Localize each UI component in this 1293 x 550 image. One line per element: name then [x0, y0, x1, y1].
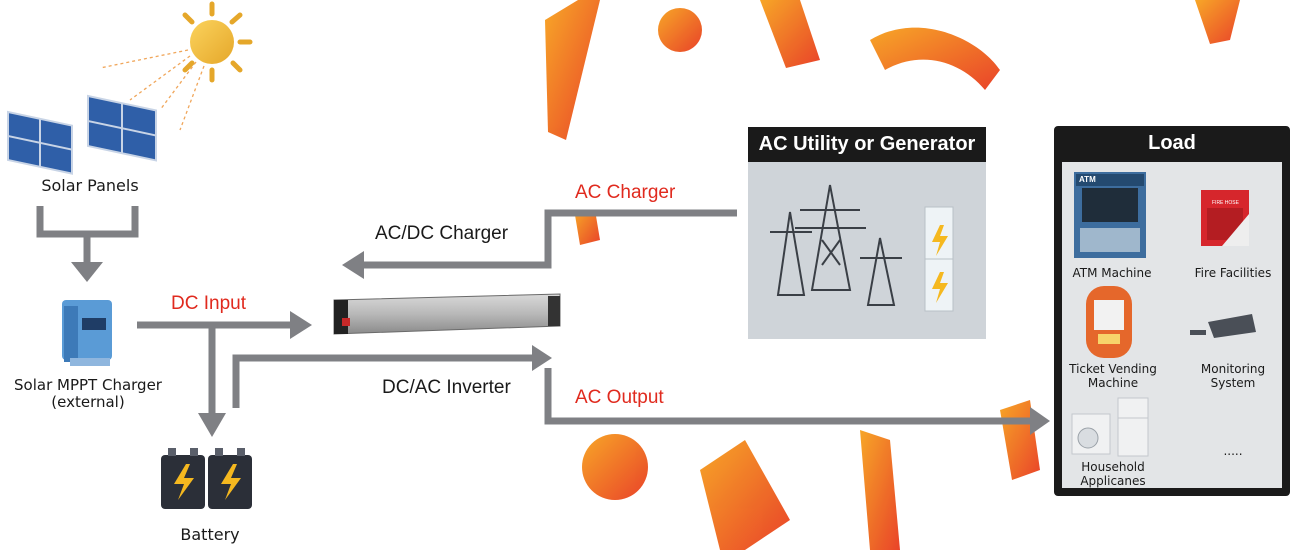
- ac-output-label: AC Output: [575, 387, 664, 408]
- flow-lines: [36, 206, 1032, 425]
- monitoring-line2: System: [1210, 376, 1256, 390]
- atm-screen-text: ATM: [1079, 175, 1096, 184]
- arrow-dc-input: [290, 311, 312, 339]
- household-appliances-label: Household Applicanes: [1058, 460, 1168, 488]
- battery-icon: [161, 448, 252, 509]
- ac-utility-box: [748, 127, 986, 339]
- arrowheads: [71, 251, 1050, 437]
- ticket-vending-line1: Ticket Vending: [1069, 362, 1157, 376]
- ac-dc-charger-label: AC/DC Charger: [375, 223, 509, 244]
- camera-icon: [1190, 314, 1256, 338]
- sun-icon: [99, 1, 253, 131]
- ac-utility-title: AC Utility or Generator: [758, 133, 976, 155]
- inverter-icon: [333, 293, 561, 335]
- solar-panels-icon: [7, 94, 157, 175]
- more-loads-label: .....: [1223, 444, 1243, 458]
- solar-panels-label: Solar Panels: [41, 176, 139, 195]
- fire-facilities-label: Fire Facilities: [1194, 266, 1272, 280]
- atm-icon: [1074, 172, 1146, 258]
- fire-sign-text: FIRE HOSE: [1212, 200, 1239, 206]
- dc-ac-inverter-label: DC/AC Inverter: [382, 377, 511, 398]
- mppt-label-line1: Solar MPPT Charger: [14, 376, 162, 394]
- load-title: Load: [1148, 132, 1196, 154]
- monitoring-system-label: Monitoring System: [1178, 362, 1288, 390]
- household-line2: Applicanes: [1080, 474, 1146, 488]
- arrow-ac-output: [1030, 407, 1050, 435]
- atm-machine-label: ATM Machine: [1072, 266, 1152, 280]
- ac-charger-label: AC Charger: [575, 182, 676, 203]
- arrow-ac-dc-charger: [342, 251, 364, 279]
- dc-input-label: DC Input: [171, 293, 246, 314]
- ticket-machine-icon: [1086, 286, 1132, 358]
- ticket-vending-line2: Machine: [1087, 376, 1139, 390]
- load-box: [1054, 126, 1290, 496]
- household-line1: Household: [1081, 460, 1145, 474]
- appliances-icon: [1071, 397, 1149, 457]
- arrow-to-battery: [198, 413, 226, 437]
- power-tower-icon: [770, 184, 902, 306]
- ac-panel-icon: [924, 206, 954, 312]
- arrow-to-inverter: [532, 345, 552, 371]
- mppt-charger-label: Solar MPPT Charger (external): [0, 377, 176, 411]
- arrow-to-charger: [71, 262, 103, 282]
- mppt-label-line2: (external): [51, 393, 125, 411]
- mppt-charger-icon: [62, 300, 112, 366]
- battery-label: Battery: [180, 525, 240, 544]
- fire-hose-icon: [1201, 190, 1249, 246]
- ticket-vending-label: Ticket Vending Machine: [1058, 362, 1168, 390]
- monitoring-line1: Monitoring: [1200, 362, 1266, 376]
